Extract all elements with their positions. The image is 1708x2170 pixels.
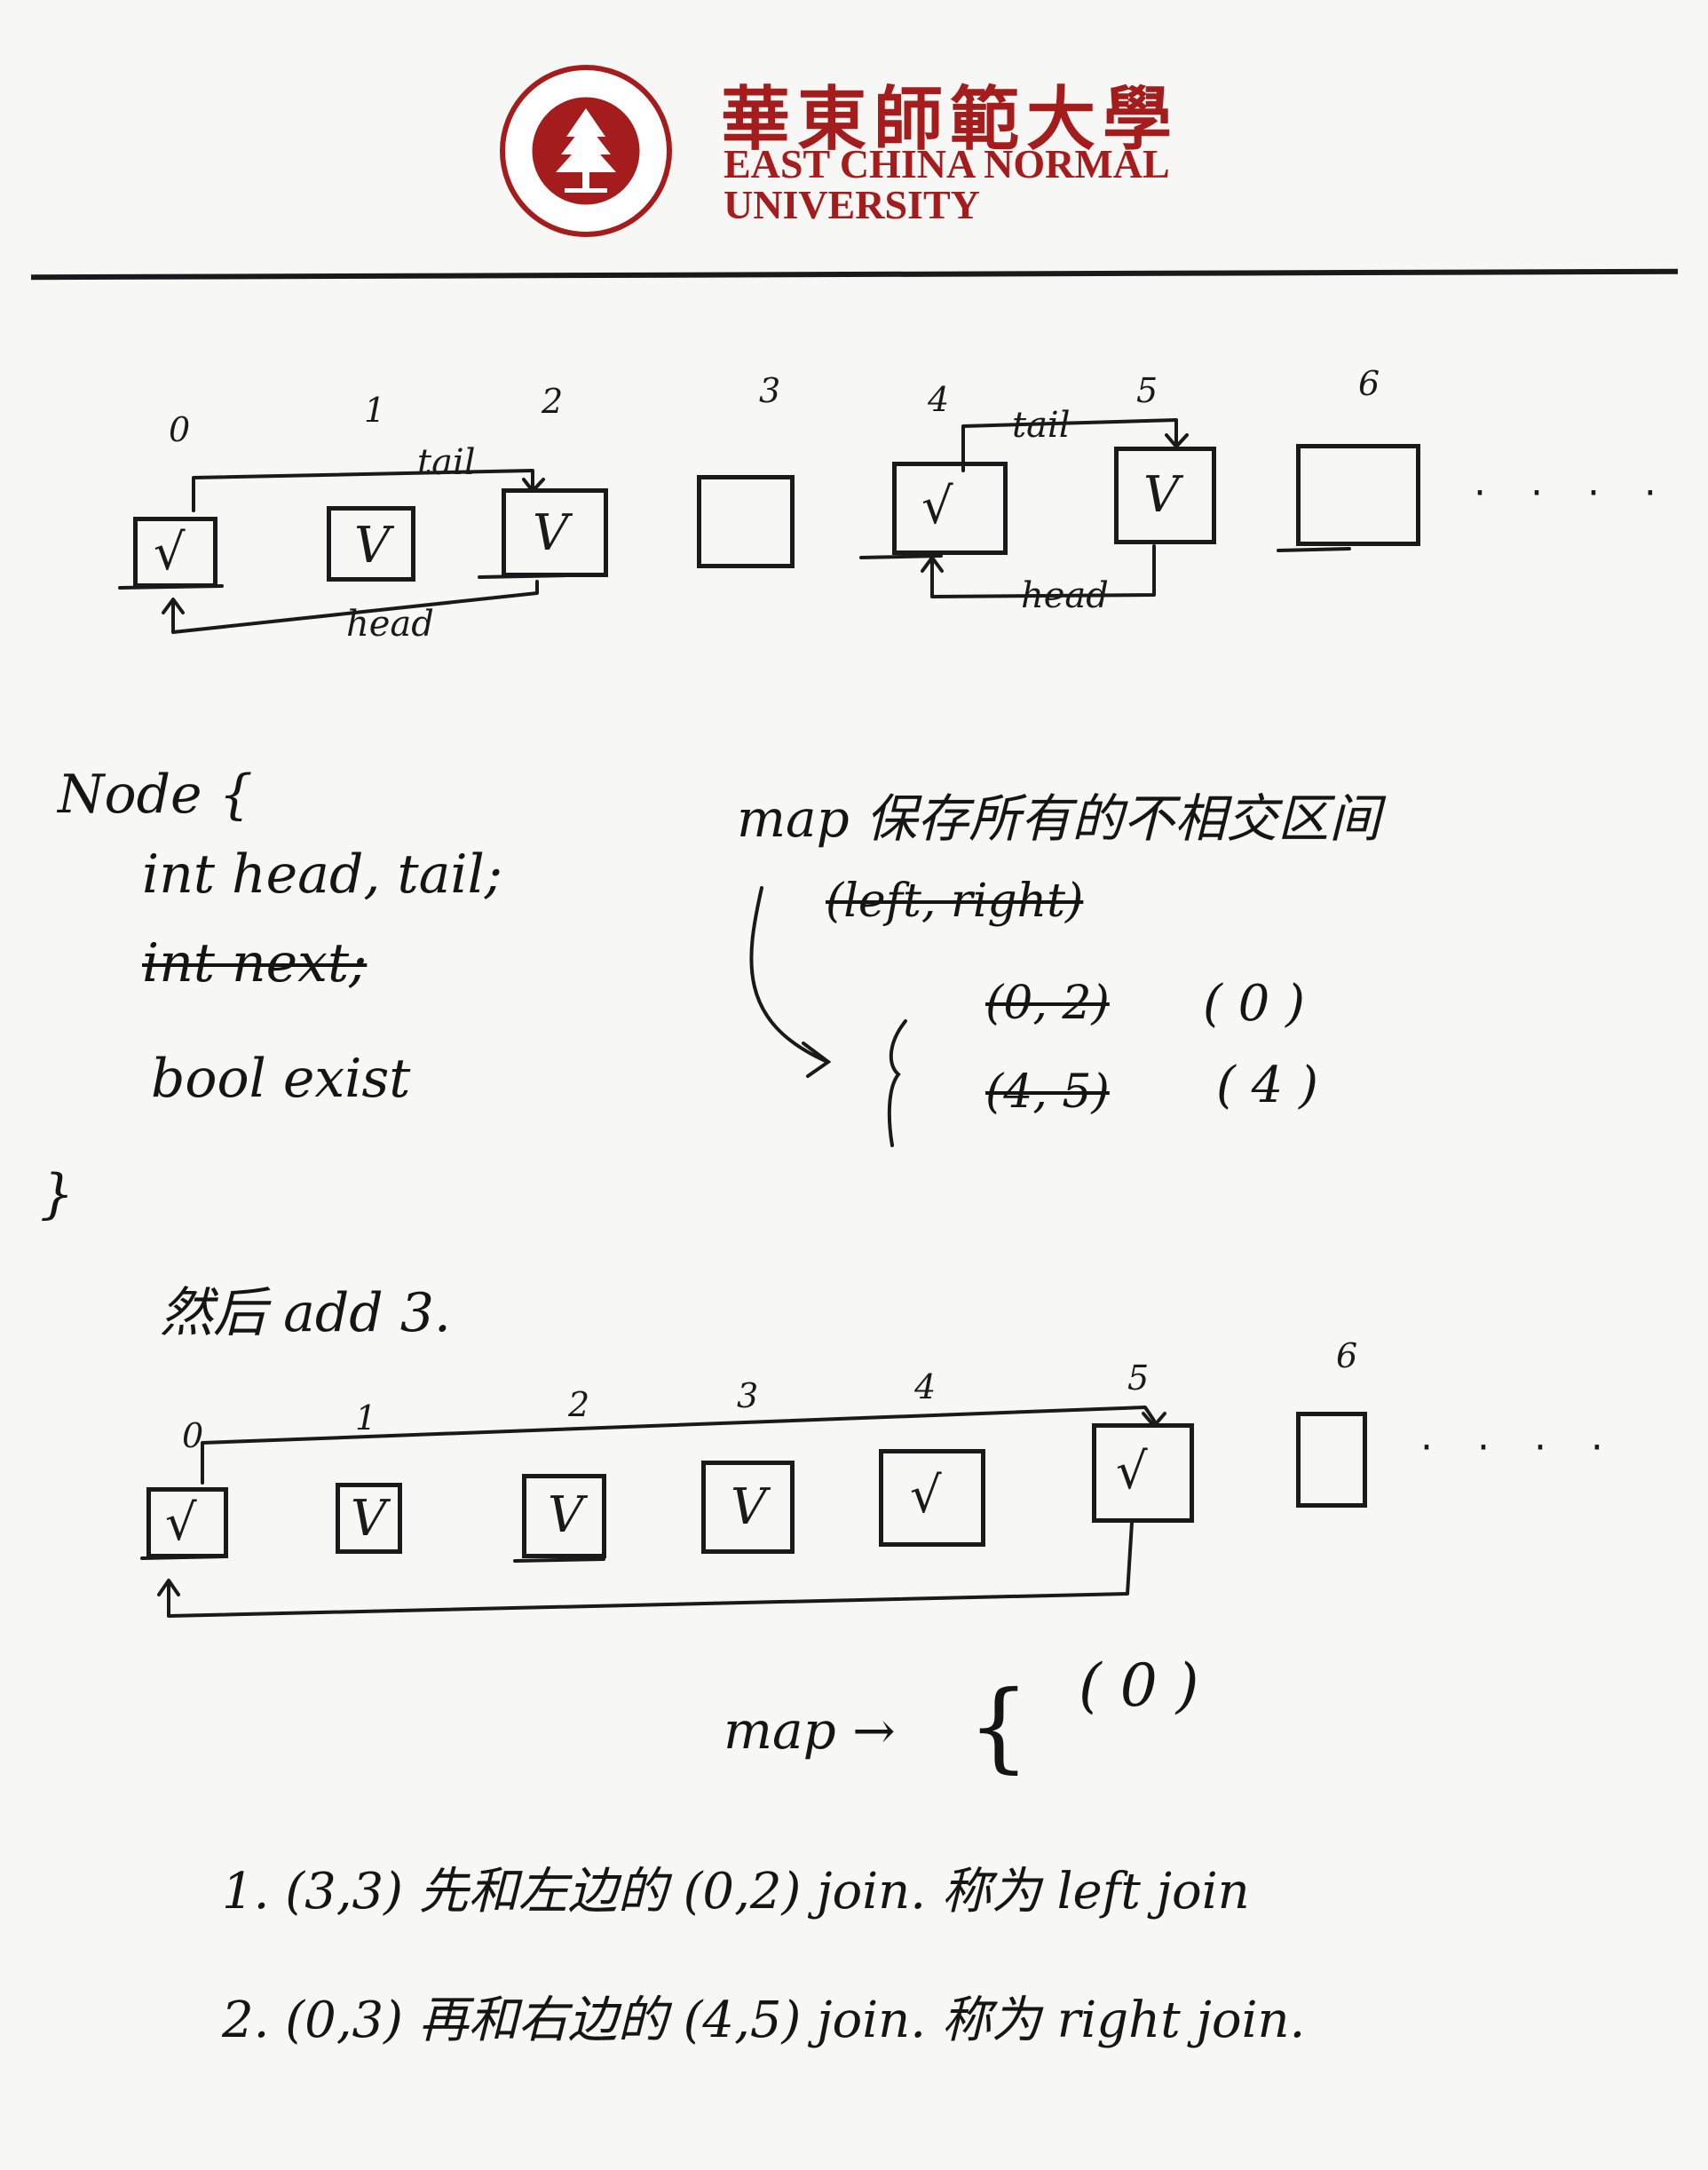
d1-cell-5: V [1114, 447, 1216, 544]
map-entry-1: ( 0 ) [1203, 975, 1305, 1033]
d1-index-4: 4 [928, 380, 950, 419]
d2-index-4: 4 [914, 1367, 937, 1406]
d2-cell-4: √ [879, 1449, 985, 1547]
node-field-head-tail: int head, tail; [142, 843, 502, 906]
d2-index-1: 1 [355, 1398, 377, 1437]
d2-cell-1: V [336, 1483, 402, 1554]
d1-cell-4: √ [892, 462, 1008, 555]
d1-index-3: 3 [759, 371, 781, 410]
d2-ellipsis: · · · · [1420, 1425, 1619, 1470]
d2-index-2: 2 [568, 1385, 590, 1424]
note-right-join: 2. (0,3) 再和右边的 (4,5) join. 称为 right join… [222, 1992, 1306, 2049]
d2-cell-2: V [522, 1474, 606, 1558]
d2-index-5: 5 [1127, 1358, 1150, 1398]
d1-cell-6 [1296, 444, 1420, 546]
node-struct-close: } [40, 1163, 75, 1225]
note-left-join: 1. (3,3) 先和左边的 (0,2) join. 称为 left join [222, 1863, 1250, 1921]
node-field-exist: bool exist [151, 1048, 411, 1110]
map-entry-1-struck: (0, 2) [985, 977, 1110, 1030]
map-note-struck-header: (left, right) [826, 875, 1084, 928]
d1-tail-label-left: tail [417, 442, 476, 483]
d2-cell-3: V [701, 1461, 795, 1554]
university-name-chinese: 華東師範大學 [721, 79, 1180, 160]
d2-index-3: 3 [737, 1376, 759, 1415]
d2-cell-0: √ [146, 1487, 228, 1558]
d1-index-6: 6 [1358, 364, 1380, 403]
d1-index-1: 1 [364, 391, 386, 430]
d1-cell-2: V [502, 488, 608, 577]
university-name-english-line1: EAST CHINA NORMAL [724, 141, 1170, 186]
d2-index-0: 0 [182, 1416, 204, 1455]
d2-cell-5: √ [1092, 1423, 1194, 1523]
d2-cell-6 [1296, 1412, 1367, 1508]
map-note-title: map 保存所有的不相交区间 [737, 788, 1381, 849]
d1-head-label-left: head [346, 604, 434, 645]
d1-tail-label-right: tail [1012, 405, 1071, 446]
d1-cell-3 [697, 475, 795, 568]
map-after-label: map → [724, 1700, 896, 1761]
node-field-next-struck: int next; [142, 932, 368, 994]
d1-index-2: 2 [542, 382, 564, 421]
letterhead: 華東師範大學 EAST CHINA NORMAL UNIVERSITY [0, 0, 1708, 284]
d1-head-label-right: head [1021, 575, 1109, 616]
d1-cell-1: V [327, 506, 415, 582]
map-entry-2-struck: (4, 5) [985, 1065, 1110, 1119]
university-seal-logo [497, 62, 675, 240]
d1-index-5: 5 [1136, 371, 1158, 410]
map-after-brace: { [968, 1669, 1030, 1783]
node-struct-open: Node { [58, 764, 253, 826]
d2-index-6: 6 [1336, 1336, 1358, 1375]
step-add-3: 然后 add 3. [160, 1282, 451, 1344]
d1-index-0: 0 [169, 410, 191, 449]
university-name-english-line2: UNIVERSITY [724, 182, 980, 227]
diagram1-connectors [118, 418, 1351, 634]
map-entry-2: ( 4 ) [1216, 1057, 1318, 1114]
interval-diagram-after: 0 1 2 3 4 5 6 √ V V V √ √ · · · · [0, 1332, 1708, 1687]
diagram2-connectors [140, 1406, 1166, 1618]
d1-cell-0: √ [133, 517, 217, 588]
map-after-entry: ( 0 ) [1079, 1651, 1199, 1720]
interval-diagram-before: 0 1 2 3 4 5 6 √ V V √ V tail head tail h… [0, 0, 1708, 710]
d1-ellipsis: · · · · [1474, 471, 1672, 516]
